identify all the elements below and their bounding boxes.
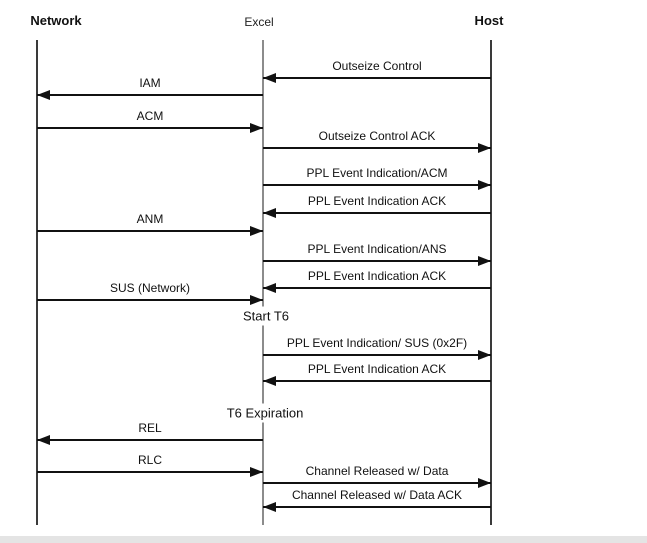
message-label: IAM (139, 76, 161, 90)
message-line (263, 354, 491, 356)
arrowhead-right-icon (250, 226, 263, 236)
arrowhead-left-icon (263, 208, 276, 218)
timer-note: Start T6 (239, 306, 293, 326)
timer-note: T6 Expiration (223, 403, 307, 423)
arrowhead-right-icon (478, 143, 491, 153)
message-label: SUS (Network) (109, 281, 191, 295)
arrowhead-left-icon (37, 435, 50, 445)
message-label: RLC (137, 453, 163, 467)
arrowhead-right-icon (250, 123, 263, 133)
message-label: PPL Event Indication ACK (307, 362, 447, 376)
arrowhead-left-icon (263, 502, 276, 512)
message-label: PPL Event Indication/ SUS (0x2F) (286, 336, 468, 350)
window-bottom-strip (0, 536, 647, 543)
message-label: ANM (136, 212, 164, 226)
lifeline-host (490, 40, 492, 525)
arrowhead-left-icon (263, 73, 276, 83)
arrowhead-right-icon (478, 256, 491, 266)
message-label: Channel Released w/ Data (305, 464, 449, 478)
message-line (37, 471, 263, 473)
message-line (263, 482, 491, 484)
message-line (37, 439, 263, 441)
message-line (263, 287, 491, 289)
arrowhead-right-icon (478, 180, 491, 190)
message-label: Outseize Control (332, 59, 422, 73)
message-line (263, 147, 491, 149)
message-label: PPL Event Indication/ANS (307, 242, 447, 256)
message-label: PPL Event Indication ACK (307, 194, 447, 208)
lifeline-network (36, 40, 38, 525)
arrowhead-left-icon (263, 283, 276, 293)
message-line (37, 94, 263, 96)
message-line (263, 212, 491, 214)
lifeline-label-host: Host (474, 13, 504, 28)
lifeline-excel (262, 40, 264, 525)
lifeline-label-excel: Excel (244, 15, 274, 29)
message-line (37, 230, 263, 232)
message-line (263, 380, 491, 382)
message-line (263, 260, 491, 262)
arrowhead-left-icon (263, 376, 276, 386)
message-line (263, 506, 491, 508)
message-label: Outseize Control ACK (318, 129, 436, 143)
message-label: Channel Released w/ Data ACK (291, 488, 463, 502)
message-label: PPL Event Indication/ACM (306, 166, 448, 180)
message-label: PPL Event Indication ACK (307, 269, 447, 283)
arrowhead-left-icon (37, 90, 50, 100)
message-line (263, 77, 491, 79)
arrowhead-right-icon (250, 467, 263, 477)
arrowhead-right-icon (478, 478, 491, 488)
message-line (263, 184, 491, 186)
message-label: ACM (136, 109, 164, 123)
message-line (37, 299, 263, 301)
message-label: REL (138, 421, 162, 435)
arrowhead-right-icon (250, 295, 263, 305)
arrowhead-right-icon (478, 350, 491, 360)
message-line (37, 127, 263, 129)
lifeline-label-network: Network (30, 13, 82, 28)
